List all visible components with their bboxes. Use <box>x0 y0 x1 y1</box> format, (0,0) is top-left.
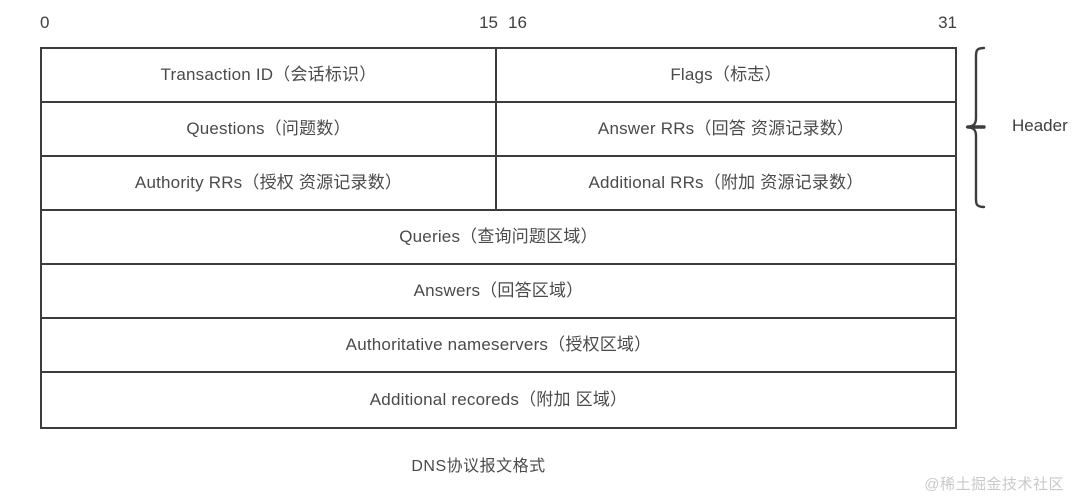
bit-tick-0: 0 <box>40 13 50 32</box>
field-flags: Flags（标志） <box>670 64 782 84</box>
bit-tick-15: 15 <box>479 13 498 32</box>
packet-row: Answers（回答区域） <box>42 265 955 319</box>
bit-tick-16: 16 <box>508 13 527 32</box>
field-additional-records: Additional recoreds（附加 区域） <box>369 389 628 409</box>
field-answers: Answers（回答区域） <box>413 280 584 300</box>
field-questions: Questions（问题数） <box>42 103 497 155</box>
bit-tick-31: 31 <box>938 13 957 32</box>
header-brace-label: Header <box>1012 116 1068 135</box>
packet-row: Additional recoreds（附加 区域） <box>42 373 955 427</box>
header-brace-icon <box>965 46 986 209</box>
field-authority-rrs: Authority RRs（授权 资源记录数） <box>42 157 497 209</box>
field-additional-rrs: Additional RRs（附加 资源记录数） <box>588 172 864 192</box>
figure-caption: DNS协议报文格式 <box>411 458 546 475</box>
field-transaction-id: Transaction ID（会话标识） <box>42 49 497 101</box>
field-answer-rrs: Answer RRs（回答 资源记录数） <box>597 118 855 138</box>
packet-row: Queries（查询问题区域） <box>42 211 955 265</box>
field-queries: Queries（查询问题区域） <box>399 226 598 246</box>
packet-row: Transaction ID（会话标识） Flags（标志） <box>42 49 955 103</box>
packet-row: Authority RRs（授权 资源记录数） Additional RRs（附… <box>42 157 955 211</box>
source-watermark: @稀土掘金技术社区 <box>924 476 1064 493</box>
field-authoritative-nameservers: Authoritative nameservers（授权区域） <box>345 334 652 354</box>
packet-row: Questions（问题数） Answer RRs（回答 资源记录数） <box>42 103 955 157</box>
packet-row: Authoritative nameservers（授权区域） <box>42 319 955 373</box>
bit-position-ruler: 0 15 16 31 <box>40 12 957 38</box>
dns-packet-table: Transaction ID（会话标识） Flags（标志） Questions… <box>40 47 957 429</box>
